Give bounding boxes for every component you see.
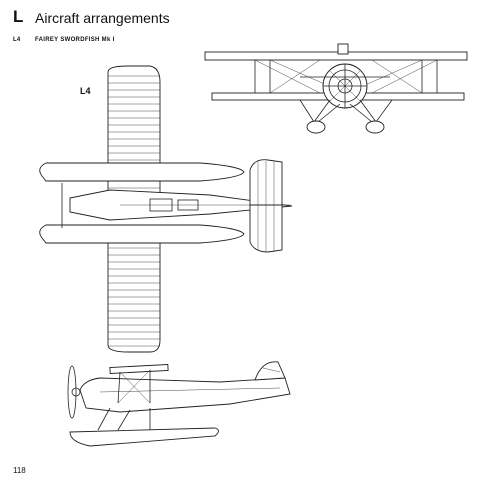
section-title: Aircraft arrangements — [35, 10, 170, 26]
figure-label: L4 — [80, 86, 91, 96]
section-letter: L — [13, 7, 24, 26]
figure-caption: FAIREY SWORDFISH Mk I — [35, 37, 115, 43]
figure-code: L4 — [13, 37, 21, 43]
page-number: 118 — [13, 466, 26, 475]
